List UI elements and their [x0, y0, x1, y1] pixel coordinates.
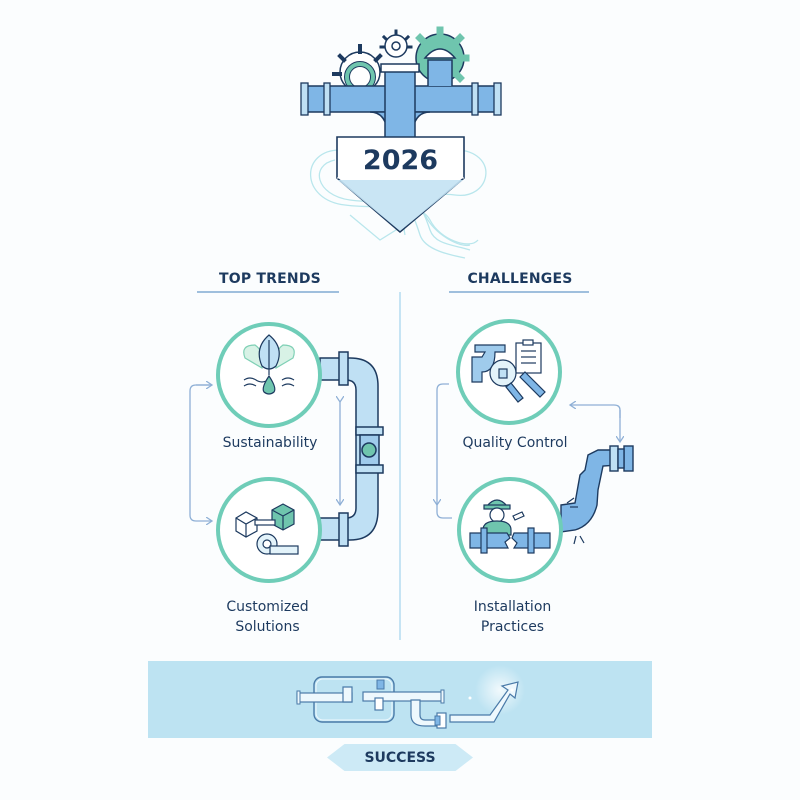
right-loop-arrow	[437, 383, 449, 505]
item-label-sustainability: Sustainability	[222, 435, 318, 451]
blocks-tape-measure-icon	[235, 503, 299, 555]
success-label: SUCCESS	[327, 744, 473, 771]
label-line-1: Installation	[473, 599, 552, 615]
top-trends-title: TOP TRENDS	[219, 271, 321, 287]
label-line-2: Solutions	[235, 619, 300, 635]
left-loop-arrow	[189, 384, 212, 521]
left-connector-pipe	[319, 351, 384, 547]
center-divider	[399, 292, 401, 640]
broken-pipe-icon	[560, 445, 634, 533]
challenges-title: CHALLENGES	[467, 271, 573, 287]
gear-icon	[332, 29, 413, 93]
top-trends-underline	[197, 291, 339, 293]
label-line-1: Customized	[226, 599, 309, 615]
item-label-quality-control: Quality Control	[462, 435, 568, 451]
item-label-customized-solutions: Customized Solutions	[195, 597, 340, 637]
item-label-installation-practices: Installation Practices	[440, 597, 585, 637]
year-label: 2026	[362, 144, 439, 176]
worker-broken-pipe-icon	[469, 499, 551, 554]
leaf-water-drop-icon	[243, 334, 295, 395]
challenges-underline	[449, 291, 589, 293]
inspection-magnifier-wrench-icon	[471, 339, 546, 403]
customized-circle	[216, 477, 322, 583]
label-line-2: Practices	[480, 619, 545, 635]
